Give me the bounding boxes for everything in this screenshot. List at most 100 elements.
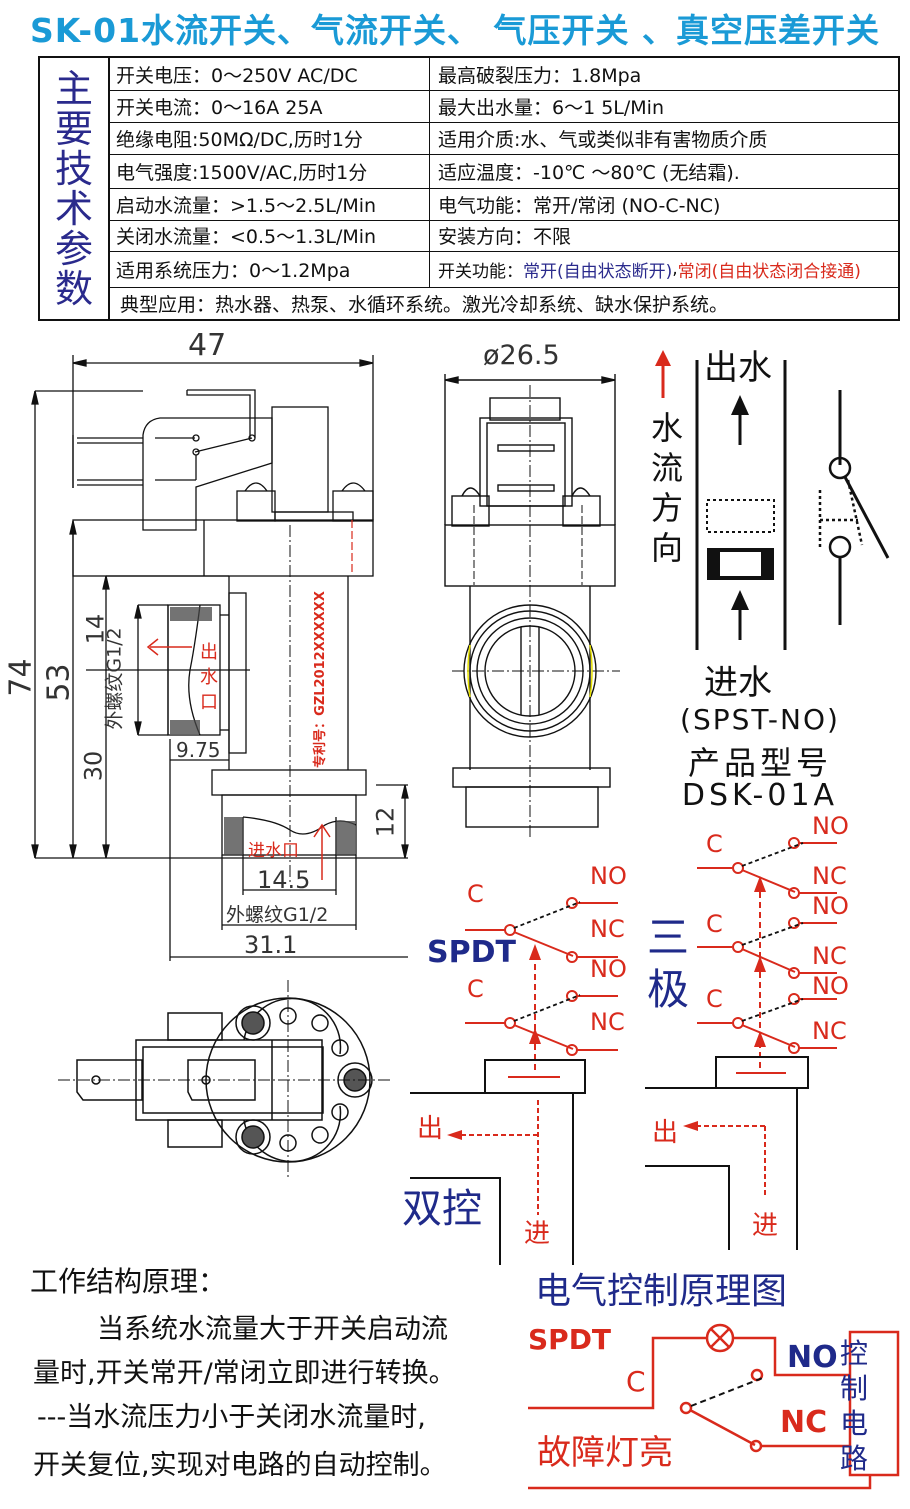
patent-number: 专利号：GZL2012XXXXXX xyxy=(312,591,328,768)
control-diagram-svg xyxy=(528,1323,900,1490)
dim-12: 12 xyxy=(371,806,400,838)
dual-control-label: 双控 xyxy=(402,1186,482,1232)
side-char: 技 xyxy=(54,146,93,191)
spdt-label: SPDT xyxy=(427,935,516,970)
side-char: 参 xyxy=(54,226,93,271)
side-char: 数 xyxy=(54,266,93,311)
hatch xyxy=(170,607,212,621)
spdt-in-label: 进 xyxy=(524,1219,551,1249)
spec-cell: 最高破裂压力：1.8Mpa xyxy=(438,64,642,87)
principle-line: 开关复位,实现对电路的自动控制。 xyxy=(33,1450,447,1481)
principle-heading: 工作结构原理： xyxy=(30,1265,227,1298)
switch-type-label: (SPST-NO) xyxy=(680,703,840,736)
inlet-thread-label: 外螺纹G1/2 xyxy=(226,904,329,926)
three-pole-c-label-2: C xyxy=(706,910,723,938)
dim-height-30: 30 xyxy=(79,750,108,782)
principle-line: ---当水流压力小于关闭水流量时, xyxy=(37,1402,426,1433)
outlet-char: 出 xyxy=(200,642,218,663)
spdt-no-label-1: NO xyxy=(590,862,627,890)
outlet-char: 口 xyxy=(200,692,218,713)
principle-line: 量时,开关常开/常闭立即进行转换。 xyxy=(33,1358,456,1389)
dim-height-53: 53 xyxy=(41,663,77,702)
control-circuit-char: 电 xyxy=(840,1407,869,1440)
spdt-nc-label-1: NC xyxy=(590,915,625,943)
spdt-out-label: 出 xyxy=(417,1114,444,1144)
outlet-label: 出 水 口 xyxy=(200,640,218,715)
side-view-drawing xyxy=(31,355,409,961)
control-c-label: C xyxy=(626,1365,646,1398)
spec-cell: 适用系统压力：0～1.2Mpa xyxy=(108,251,430,287)
spec-table: 主 要 技 术 参 数 开关电压：0～250V AC/DC 最高破裂压力：1.8… xyxy=(38,56,900,321)
spec-row: 电气强度:1500V/AC,历时1分 适应温度：-10℃ ～80℃ (无结霜). xyxy=(108,154,898,189)
control-circuit-char: 控 xyxy=(840,1337,869,1370)
spec-row: 适用系统压力：0～1.2Mpa 开关功能： 常开(自由状态断开) , 常闭(自由… xyxy=(108,251,898,288)
three-pole-nc-label-2: NC xyxy=(812,942,847,970)
three-pole-out-label: 出 xyxy=(652,1118,679,1148)
spdt-c-label-2: C xyxy=(467,975,484,1003)
three-pole-in-label: 进 xyxy=(752,1211,779,1241)
spec-cell: 安装方向：不限 xyxy=(438,226,572,248)
spec-cell: 开关电流：0～16A 25A xyxy=(108,90,430,122)
spec-cell: 绝缘电阻:50MΩ/DC,历时1分 xyxy=(108,122,430,154)
control-circuit-char: 路 xyxy=(840,1442,869,1475)
application-text: 典型应用：热水器、热泵、水循环系统。激光冷却系统、缺水保护系统。 xyxy=(120,293,729,316)
control-circuit-char: 制 xyxy=(840,1372,869,1405)
bottom-view-drawing xyxy=(58,980,390,1180)
outlet-char: 水 xyxy=(200,667,218,688)
spec-row: 关闭水流量：<0.5～1.3L/Min 安装方向：不限 xyxy=(108,220,898,252)
dim-31-1: 31.1 xyxy=(244,931,298,959)
side-char: 术 xyxy=(54,186,93,231)
hatch xyxy=(224,817,243,855)
three-pole-c-label-3: C xyxy=(706,985,723,1013)
flow-outlet-label: 出水 xyxy=(704,348,772,388)
spec-cell: 启动水流量：>1.5～2.5L/Min xyxy=(108,188,430,220)
dim-height-74: 74 xyxy=(3,658,39,697)
spec-row: 开关电压：0～250V AC/DC 最高破裂压力：1.8Mpa xyxy=(108,58,898,91)
three-pole-c-label-1: C xyxy=(706,830,723,858)
control-diagram-title: 电气控制原理图 xyxy=(535,1271,788,1312)
spec-cell-switch-function: 开关功能： 常开(自由状态断开) , 常闭(自由状态闭合接通) xyxy=(430,251,898,287)
model-label: 产品型号 xyxy=(687,744,832,782)
flow-direction-char: 水 xyxy=(651,409,684,447)
spec-cell: 电气功能：常开/常闭 (NO-C-NC) xyxy=(438,194,721,217)
flow-direction-char: 向 xyxy=(651,529,684,567)
side-char: 主 xyxy=(54,66,93,111)
spdt-c-label-1: C xyxy=(467,880,484,908)
three-pole-no-label-2: NO xyxy=(812,892,849,920)
three-pole-nc-label-3: NC xyxy=(812,1017,847,1045)
flow-diagram-svg xyxy=(655,350,890,650)
dim-14-5: 14.5 xyxy=(257,866,311,894)
page-title: SK-01水流开关、气流开关、 气压开关 、真空压差开关 xyxy=(29,11,881,50)
spec-cell: 适应温度：-10℃ ～80℃ (无结霜). xyxy=(438,161,740,184)
flow-direction-char: 方 xyxy=(651,489,684,527)
spec-row: 绝缘电阻:50MΩ/DC,历时1分 适用介质:水、气或类似非有害物质介质 xyxy=(108,122,898,155)
flow-direction-label: 水 流 方 向 xyxy=(651,408,683,568)
front-view-drawing xyxy=(444,374,620,840)
spdt-no-label-2: NO xyxy=(590,955,627,983)
switch-function-prefix: 开关功能： xyxy=(438,261,523,282)
control-spdt-label: SPDT xyxy=(528,1323,612,1356)
three-pole-nc-label-1: NC xyxy=(812,862,847,890)
flow-direction-char: 流 xyxy=(651,449,684,487)
normally-open-text: 常开(自由状态断开) xyxy=(523,261,673,282)
spdt-diagram-svg xyxy=(410,897,618,1265)
three-pole-no-label-3: NO xyxy=(812,972,849,1000)
spec-cell: 关闭水流量：<0.5～1.3L/Min xyxy=(108,220,430,251)
three-pole-no-label-1: NO xyxy=(812,812,849,840)
spec-cell: 适用介质:水、气或类似非有害物质介质 xyxy=(438,128,768,151)
three-pole-label: 三 极 xyxy=(647,912,689,1016)
control-circuit-label: 控 制 电 路 xyxy=(840,1336,868,1476)
spdt-nc-label-2: NC xyxy=(590,1008,625,1036)
spec-cell: 最大出水量：6～1 5L/Min xyxy=(438,96,665,119)
outlet-thread-label: 外螺纹G1/2 xyxy=(103,627,126,730)
three-pole-diagram-svg xyxy=(645,837,837,1250)
normally-closed-text: 常闭(自由状态闭合接通) xyxy=(677,261,861,282)
side-char: 要 xyxy=(54,106,93,151)
flow-inlet-label: 进水 xyxy=(704,663,772,703)
spec-row: 开关电流：0～16A 25A 最大出水量：6～1 5L/Min xyxy=(108,90,898,123)
control-nc-label: NC xyxy=(780,1405,828,1440)
dim-9-75: 9.75 xyxy=(176,738,221,762)
separator: , xyxy=(672,259,678,279)
spec-row: 启动水流量：>1.5～2.5L/Min 电气功能：常开/常闭 (NO-C-NC) xyxy=(108,188,898,221)
spec-row-application: 典型应用：热水器、热泵、水循环系统。激光冷却系统、缺水保护系统。 xyxy=(108,287,898,319)
